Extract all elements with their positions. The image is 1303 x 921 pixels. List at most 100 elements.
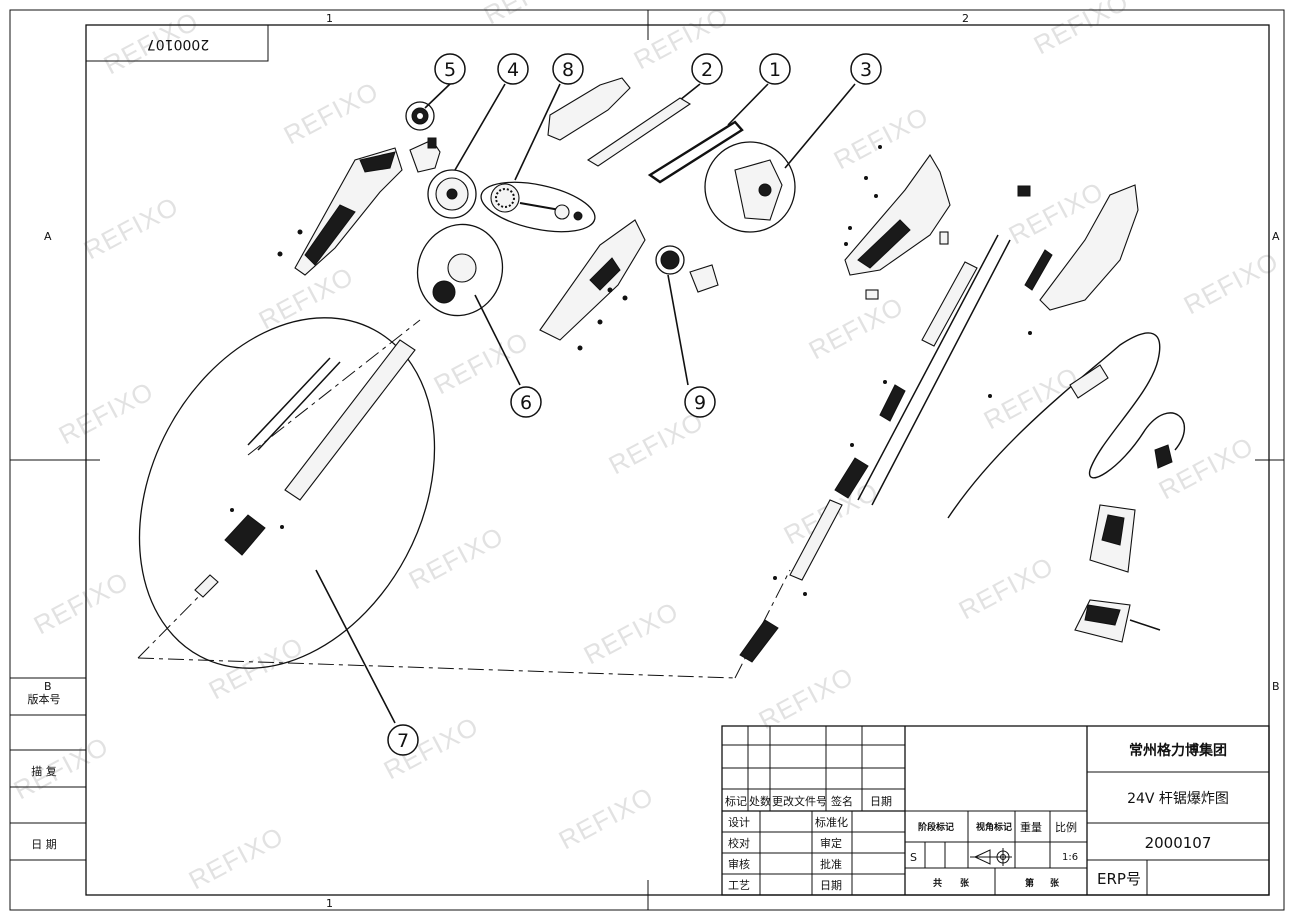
sheet-suffix: 张 [1050,877,1060,889]
saw-chain [647,120,744,184]
watermark: REFIXO [954,551,1059,626]
watermark: REFIXO [579,596,684,671]
guide-bar [586,97,692,167]
weight-label: 重量 [1020,820,1042,834]
svg-text:7: 7 [397,730,409,752]
callout-9: 9 [684,386,716,418]
sig-design: 设计 [728,816,750,829]
callout-8: 8 [552,53,584,85]
watermark: REFIXO [554,781,659,856]
callout-4: 4 [497,53,529,85]
bar-guard [547,77,631,141]
erp-label: ERP号 [1097,870,1141,888]
watermark: REFIXO [279,76,384,151]
sig-approve: 批准 [820,857,842,871]
watermarks: REFIXO REFIXO REFIXO REFIXO REFIXO REFIX… [9,0,1284,895]
drawing-number-rotated: 2000107 [147,36,209,52]
sheets-label: 张 [960,877,970,889]
pole-wires-right [857,234,1011,506]
switch-parts [865,185,1031,300]
sprocket-cover-parts [435,177,469,211]
bar-cover-detail [734,159,783,221]
watermark: REFIXO [79,191,184,266]
watermark: REFIXO [804,291,909,366]
callout-1: 1 [759,53,791,85]
trace-label: 描 复 [31,764,57,778]
svg-text:3: 3 [860,59,872,81]
watermark: REFIXO [404,521,509,596]
drawing-title: 24V 杆锯爆炸图 [1127,791,1229,807]
zone-bottom-1: 1 [326,897,333,910]
gear-assembly [490,183,583,221]
callout-3: 3 [850,53,882,85]
company-name: 常州格力博集团 [1129,742,1227,759]
svg-text:6: 6 [520,392,532,414]
sig-standard: 标准化 [815,815,848,829]
sheet-label: 第 [1025,877,1034,889]
callout-7: 7 [387,724,419,756]
version-label: 版本号 [28,692,61,706]
rev-header-docno: 更改文件号 [772,794,827,808]
zone-right-a: A [1272,230,1280,243]
pole-tube-lower [739,261,978,663]
motor-housing-half-left [294,147,403,276]
sig-check: 校对 [728,836,750,850]
watermark: REFIXO [829,101,934,176]
zone-right-b: B [1272,680,1280,693]
sig-verify: 审定 [820,836,842,850]
watermark: REFIXO [604,406,709,481]
watermark: REFIXO [479,0,584,30]
title-block [721,725,1270,896]
rev-header-date: 日期 [870,795,892,808]
watermark: REFIXO [9,731,114,806]
watermark: REFIXO [29,566,134,641]
rev-header-mark: 标记 [725,794,747,808]
svg-text:5: 5 [444,59,456,81]
shoulder-strap [947,332,1186,519]
svg-text:8: 8 [562,59,574,81]
pole-wires-left [247,357,341,451]
zone-top-1: 1 [326,12,333,25]
scale-value: 1:6 [1062,852,1078,863]
title-block-text: 标记 处数 更改文件号 签名 日期 设计 标准化 校对 审定 审核 批准 工艺 … [725,742,1229,892]
oil-pump [660,250,719,293]
rev-header-count: 处数 [749,795,771,808]
fasteners [230,145,1032,596]
stage-label: 阶段标记 [918,821,954,833]
watermark: REFIXO [1029,0,1134,60]
callout-2: 2 [691,53,723,85]
watermark: REFIXO [1179,246,1284,321]
callout-5: 5 [434,53,466,85]
view-label: 视角标记 [976,821,1012,833]
watermark: REFIXO [54,376,159,451]
callout-balloons: 5 4 8 2 1 3 6 9 7 [387,53,882,756]
battery-pack [1089,504,1136,573]
watermark: REFIXO [979,361,1084,436]
motor-detail [432,253,477,304]
svg-text:4: 4 [507,59,519,81]
pole-tube-upper [194,339,416,598]
svg-text:1: 1 [769,59,781,81]
sig-process: 工艺 [728,879,750,892]
leader-lines [315,83,856,724]
date-label: 日 期 [31,838,57,851]
oil-cap [411,107,429,125]
handle-housing-left [844,153,951,276]
zone-left-b: B [44,680,52,693]
sig-date: 日期 [820,879,842,892]
total-label: 共 [933,877,942,889]
zone-top-2: 2 [962,12,969,25]
stage-value: S [910,851,917,864]
charger [1074,599,1161,643]
svg-text:2: 2 [701,59,713,81]
watermark: REFIXO [754,661,859,736]
rev-header-sign: 签名 [831,794,853,808]
watermark: REFIXO [1154,431,1259,506]
gear-housing [539,219,646,341]
handle-housing-right [1024,184,1139,311]
detail-outlines [138,101,796,669]
zone-left-a: A [44,230,52,243]
drawing-number: 2000107 [1145,834,1212,852]
sig-review: 审核 [728,857,750,871]
